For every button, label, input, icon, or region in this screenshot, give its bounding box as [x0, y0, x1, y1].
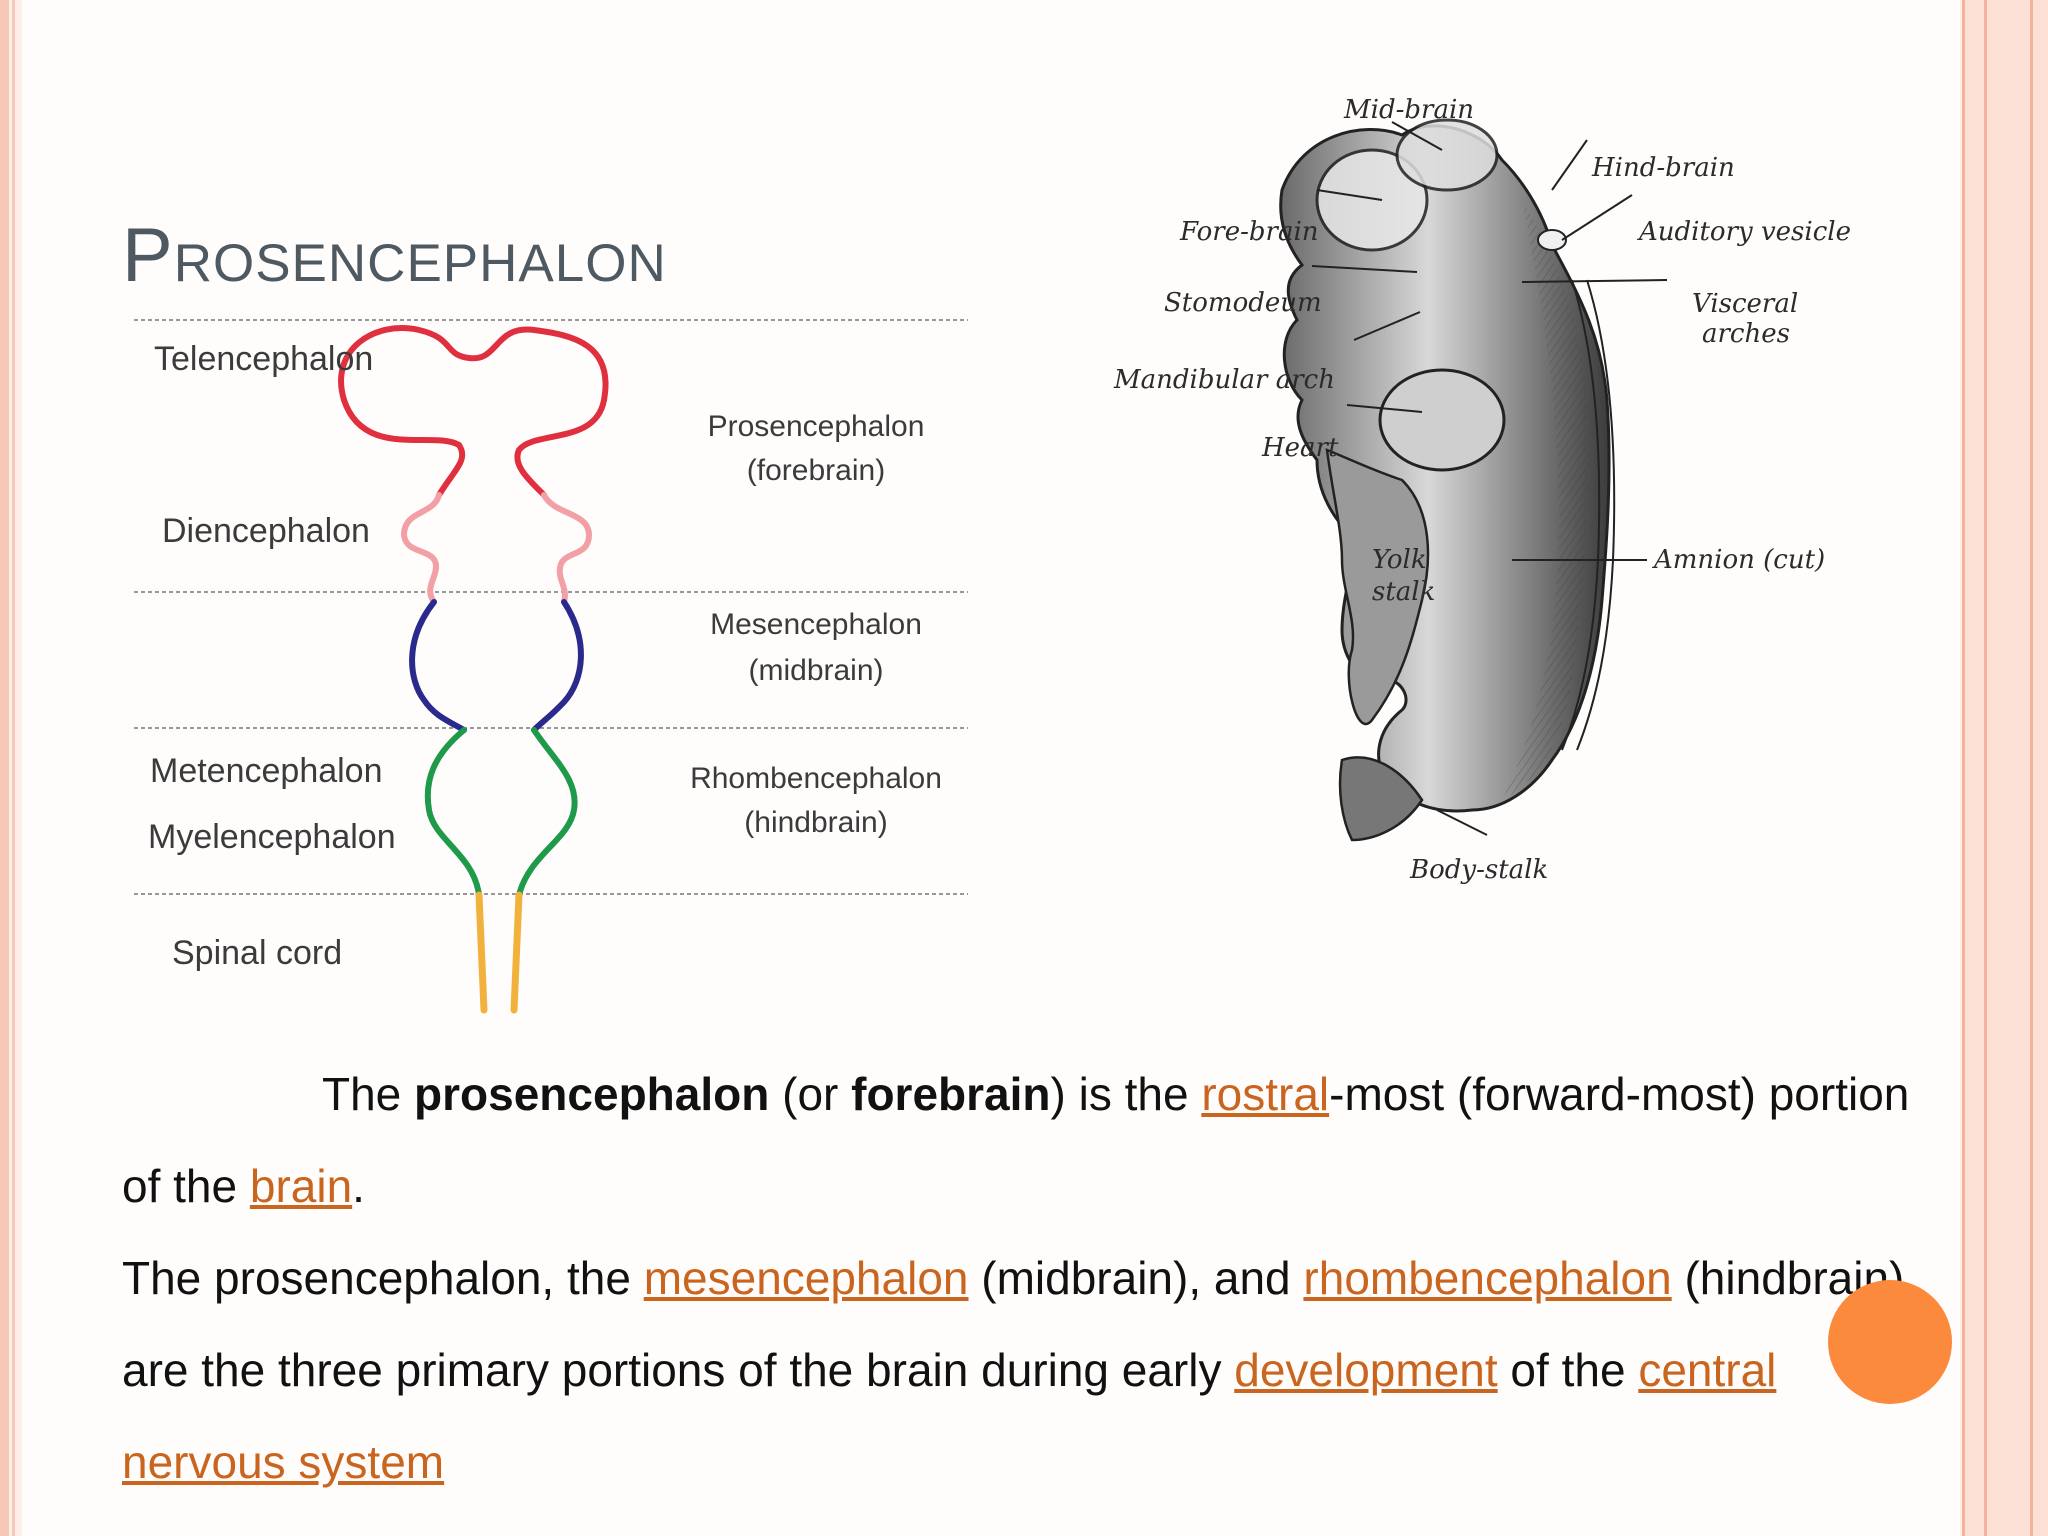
- frame-left-border: [0, 0, 9, 1536]
- spinal-cord-line: [475, 891, 488, 1014]
- text-run: The: [322, 1068, 415, 1120]
- text-run: .: [352, 1160, 365, 1212]
- slide-title: Prosencephalon: [122, 213, 667, 298]
- label-auditory-vesicle: Auditory vesicle: [1637, 217, 1851, 247]
- mesencephalon-outline: [409, 599, 467, 733]
- telencephalon-outline: [338, 325, 609, 498]
- diencephalon-outline: [400, 492, 442, 605]
- leader-line: [1311, 265, 1418, 273]
- rhombencephalon-outline: [424, 727, 482, 898]
- label-rhombencephalon: Rhombencephalon: [690, 762, 942, 795]
- link-development[interactable]: development: [1234, 1344, 1498, 1396]
- link-mesencephalon[interactable]: mesencephalon: [643, 1252, 969, 1304]
- frame-right-line: [1984, 0, 1987, 1536]
- text-run: The prosencephalon, the: [122, 1252, 644, 1304]
- label-mandibular-arch: Mandibular arch: [1113, 365, 1335, 395]
- somite-line: [1576, 279, 1616, 751]
- body-text: The prosencephalon (or forebrain) is the…: [122, 1048, 1952, 1508]
- label-myelencephalon: Myelencephalon: [148, 818, 396, 856]
- label-fore-brain: Fore-brain: [1179, 217, 1319, 247]
- link-brain[interactable]: brain: [249, 1160, 353, 1212]
- label-prosencephalon: Prosencephalon: [708, 410, 925, 443]
- text-run: (hindbrain) are the three primary portio…: [122, 1252, 1905, 1396]
- paragraph-2: The prosencephalon, the mesencephalon (m…: [122, 1232, 1952, 1508]
- bold-forebrain: forebrain: [851, 1068, 1051, 1120]
- leader-line: [1436, 809, 1488, 836]
- label-mesencephalon: Mesencephalon: [710, 608, 922, 641]
- diencephalon-outline: [541, 492, 593, 605]
- leader-line: [1551, 139, 1588, 191]
- frame-right-line: [1962, 0, 1965, 1536]
- label-spinal-cord: Spinal cord: [172, 934, 342, 972]
- label-diencephalon: Diencephalon: [162, 512, 370, 550]
- heart-shape: [1378, 368, 1506, 472]
- bold-prosencephalon: prosencephalon: [414, 1068, 770, 1120]
- label-arches: arches: [1702, 319, 1790, 349]
- leader-line: [1346, 404, 1423, 413]
- label-yolk: Yolk: [1372, 545, 1427, 575]
- embryo-illustration: Mid-brain Hind-brain Fore-brain Auditory…: [1113, 95, 1851, 885]
- label-stalk: stalk: [1372, 577, 1435, 607]
- leader-line: [1521, 279, 1668, 283]
- midbrain-bulge: [1395, 118, 1499, 192]
- leader-line: [1353, 311, 1421, 341]
- label-amnion: Amnion (cut): [1652, 545, 1825, 575]
- label-stomodeum: Stomodeum: [1164, 288, 1322, 318]
- label-body-stalk: Body-stalk: [1409, 855, 1548, 885]
- label-forebrain: (forebrain): [747, 454, 885, 487]
- leader-line: [1316, 189, 1383, 201]
- text-run: -most (forward-most) portion of the: [122, 1068, 1910, 1212]
- frame-right-line: [2030, 0, 2033, 1536]
- label-hind-brain: Hind-brain: [1591, 153, 1735, 183]
- embryo-shading: [1502, 200, 1589, 800]
- yolk-stalk-shape: [1325, 448, 1430, 725]
- label-hindbrain: (hindbrain): [744, 806, 887, 839]
- label-heart: Heart: [1261, 433, 1339, 463]
- leader-line: [1561, 194, 1633, 241]
- leader-line: [1391, 121, 1443, 151]
- text-run: ) is the: [1050, 1068, 1202, 1120]
- forebrain-bulge: [1315, 148, 1429, 252]
- label-telencephalon: Telencephalon: [154, 340, 373, 378]
- frame-right-band: [1962, 0, 2048, 1536]
- rhombencephalon-outline: [516, 727, 578, 898]
- label-visceral: Visceral: [1692, 289, 1798, 319]
- label-metencephalon: Metencephalon: [150, 752, 383, 790]
- label-mid-brain: Mid-brain: [1343, 95, 1474, 125]
- paragraph-1: The prosencephalon (or forebrain) is the…: [122, 1048, 1952, 1232]
- brain-vesicle-diagram: Telencephalon Diencephalon Metencephalon…: [134, 319, 968, 1014]
- frame-left-line: [12, 0, 15, 1536]
- text-run: (or: [769, 1068, 852, 1120]
- link-rostral[interactable]: rostral: [1201, 1068, 1330, 1120]
- text-run: (midbrain), and: [968, 1252, 1304, 1304]
- somite-line: [1561, 279, 1601, 751]
- slide: Prosencephalon Telencephalon Diencephalo…: [22, 0, 1960, 1536]
- link-rhombencephalon[interactable]: rhombencephalon: [1303, 1252, 1672, 1304]
- label-midbrain: (midbrain): [748, 654, 883, 687]
- link-central-nervous-system[interactable]: central nervous system: [122, 1344, 1777, 1488]
- text-run: of the: [1497, 1344, 1639, 1396]
- mesencephalon-outline: [531, 599, 584, 733]
- body-stalk-shape: [1338, 756, 1424, 842]
- decorative-orange-circle: [1828, 1280, 1952, 1404]
- spinal-cord-line: [510, 891, 523, 1014]
- auditory-vesicle-shape: [1537, 229, 1567, 251]
